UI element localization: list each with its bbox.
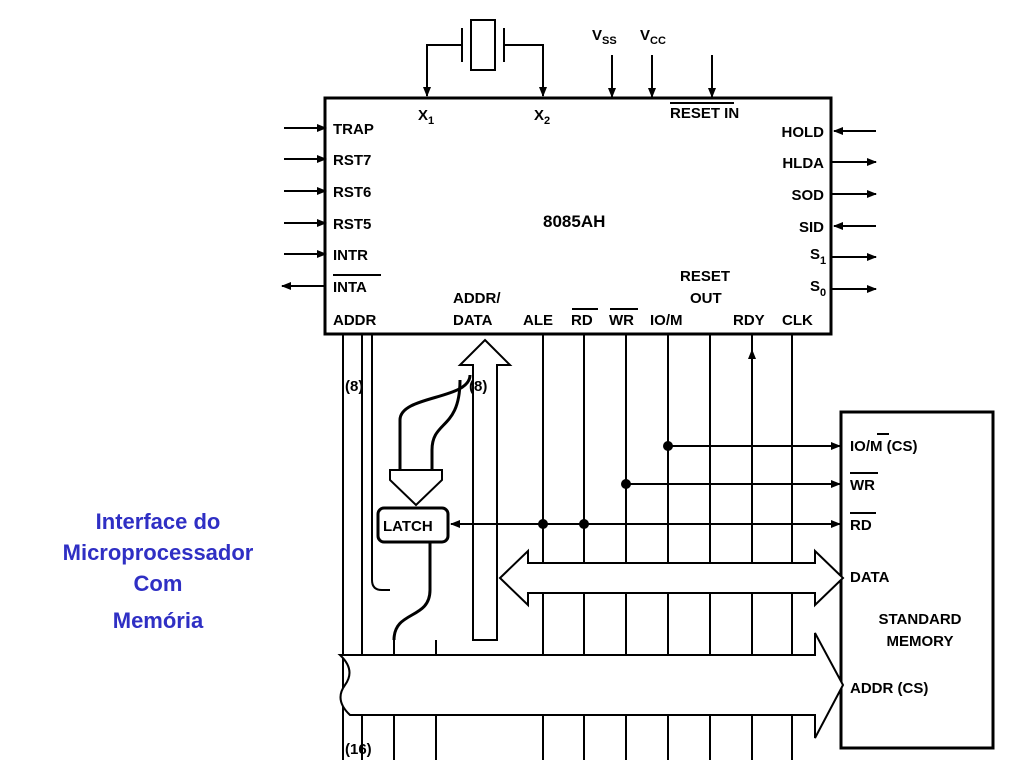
- pin-hlda: HLDA: [782, 155, 824, 172]
- standard-memory: [839, 410, 995, 750]
- diagram-title: Interface do Microprocessador Com Memóri…: [63, 509, 254, 633]
- pin-trap: TRAP: [333, 121, 374, 138]
- mem-name-line2: MEMORY: [887, 633, 954, 650]
- cpu-8085ah: [323, 96, 833, 336]
- pin-s0: S0: [810, 278, 826, 299]
- pin-ale: ALE: [523, 312, 553, 329]
- pin-hold: HOLD: [782, 124, 825, 141]
- mem-addr-cs-label: ADDR (CS): [850, 680, 928, 697]
- pin-intr: INTR: [333, 247, 368, 264]
- iom-junction: [663, 441, 673, 451]
- latch-input-arrow: [389, 469, 443, 507]
- title-line-2: Microprocessador: [63, 540, 254, 565]
- x2-label: X2: [534, 107, 550, 127]
- pin-s1: S1: [810, 246, 826, 267]
- vcc-label: VCC: [640, 27, 666, 47]
- chip-name-label: 8085AH: [543, 212, 605, 231]
- wr-junction: [621, 479, 631, 489]
- addr-data-width: (8): [469, 378, 487, 395]
- latch: LATCH: [376, 506, 450, 544]
- mem-iocs-label: IO/M (CS): [850, 438, 918, 455]
- title-line-4: Memória: [113, 608, 204, 633]
- latch-input-bus-b: [430, 379, 462, 470]
- pin-rst6: RST6: [333, 184, 371, 201]
- pin-reset-out-line2: OUT: [690, 290, 722, 307]
- pin-addr-data-line2: DATA: [453, 312, 493, 329]
- ale-junction: [538, 519, 548, 529]
- pin-rdy: RDY: [733, 312, 765, 329]
- latch-output-bus: [392, 542, 432, 641]
- addr-data-bus: [457, 338, 513, 641]
- addr-bus-width: (16): [345, 741, 372, 758]
- pin-addr: ADDR: [333, 312, 376, 329]
- addr-high-width: (8): [345, 378, 363, 395]
- addr-bus-16: [337, 632, 845, 739]
- rd-junction: [579, 519, 589, 529]
- pin-addr-data-line1: ADDR/: [453, 290, 501, 307]
- pin-rd: RD: [571, 312, 593, 329]
- latch-label: LATCH: [383, 518, 433, 535]
- pin-rst7: RST7: [333, 152, 371, 169]
- mem-wr-label: WR: [850, 477, 875, 494]
- mem-data-label: DATA: [850, 569, 890, 586]
- data-bus: [498, 548, 845, 608]
- reset-in-label: RESET IN: [670, 105, 739, 122]
- pin-iom: IO/M: [650, 312, 683, 329]
- pin-clk: CLK: [782, 312, 813, 329]
- latch-input-bus-a: [398, 374, 472, 470]
- mem-rd-label: RD: [850, 517, 872, 534]
- title-line-3: Com: [134, 571, 183, 596]
- pin-reset-out-line1: RESET: [680, 268, 730, 285]
- pin-inta: INTA: [333, 279, 367, 296]
- crystal-oscillator: [423, 19, 547, 97]
- title-line-1: Interface do: [96, 509, 221, 534]
- pin-rst5: RST5: [333, 216, 371, 233]
- pin-sod: SOD: [791, 187, 824, 204]
- pin-wr: WR: [609, 312, 634, 329]
- pin-sid: SID: [799, 219, 824, 236]
- x1-label: X1: [418, 107, 434, 127]
- addr-high-bus: [371, 334, 390, 591]
- vss-label: VSS: [592, 27, 617, 47]
- mem-name-line1: STANDARD: [878, 611, 961, 628]
